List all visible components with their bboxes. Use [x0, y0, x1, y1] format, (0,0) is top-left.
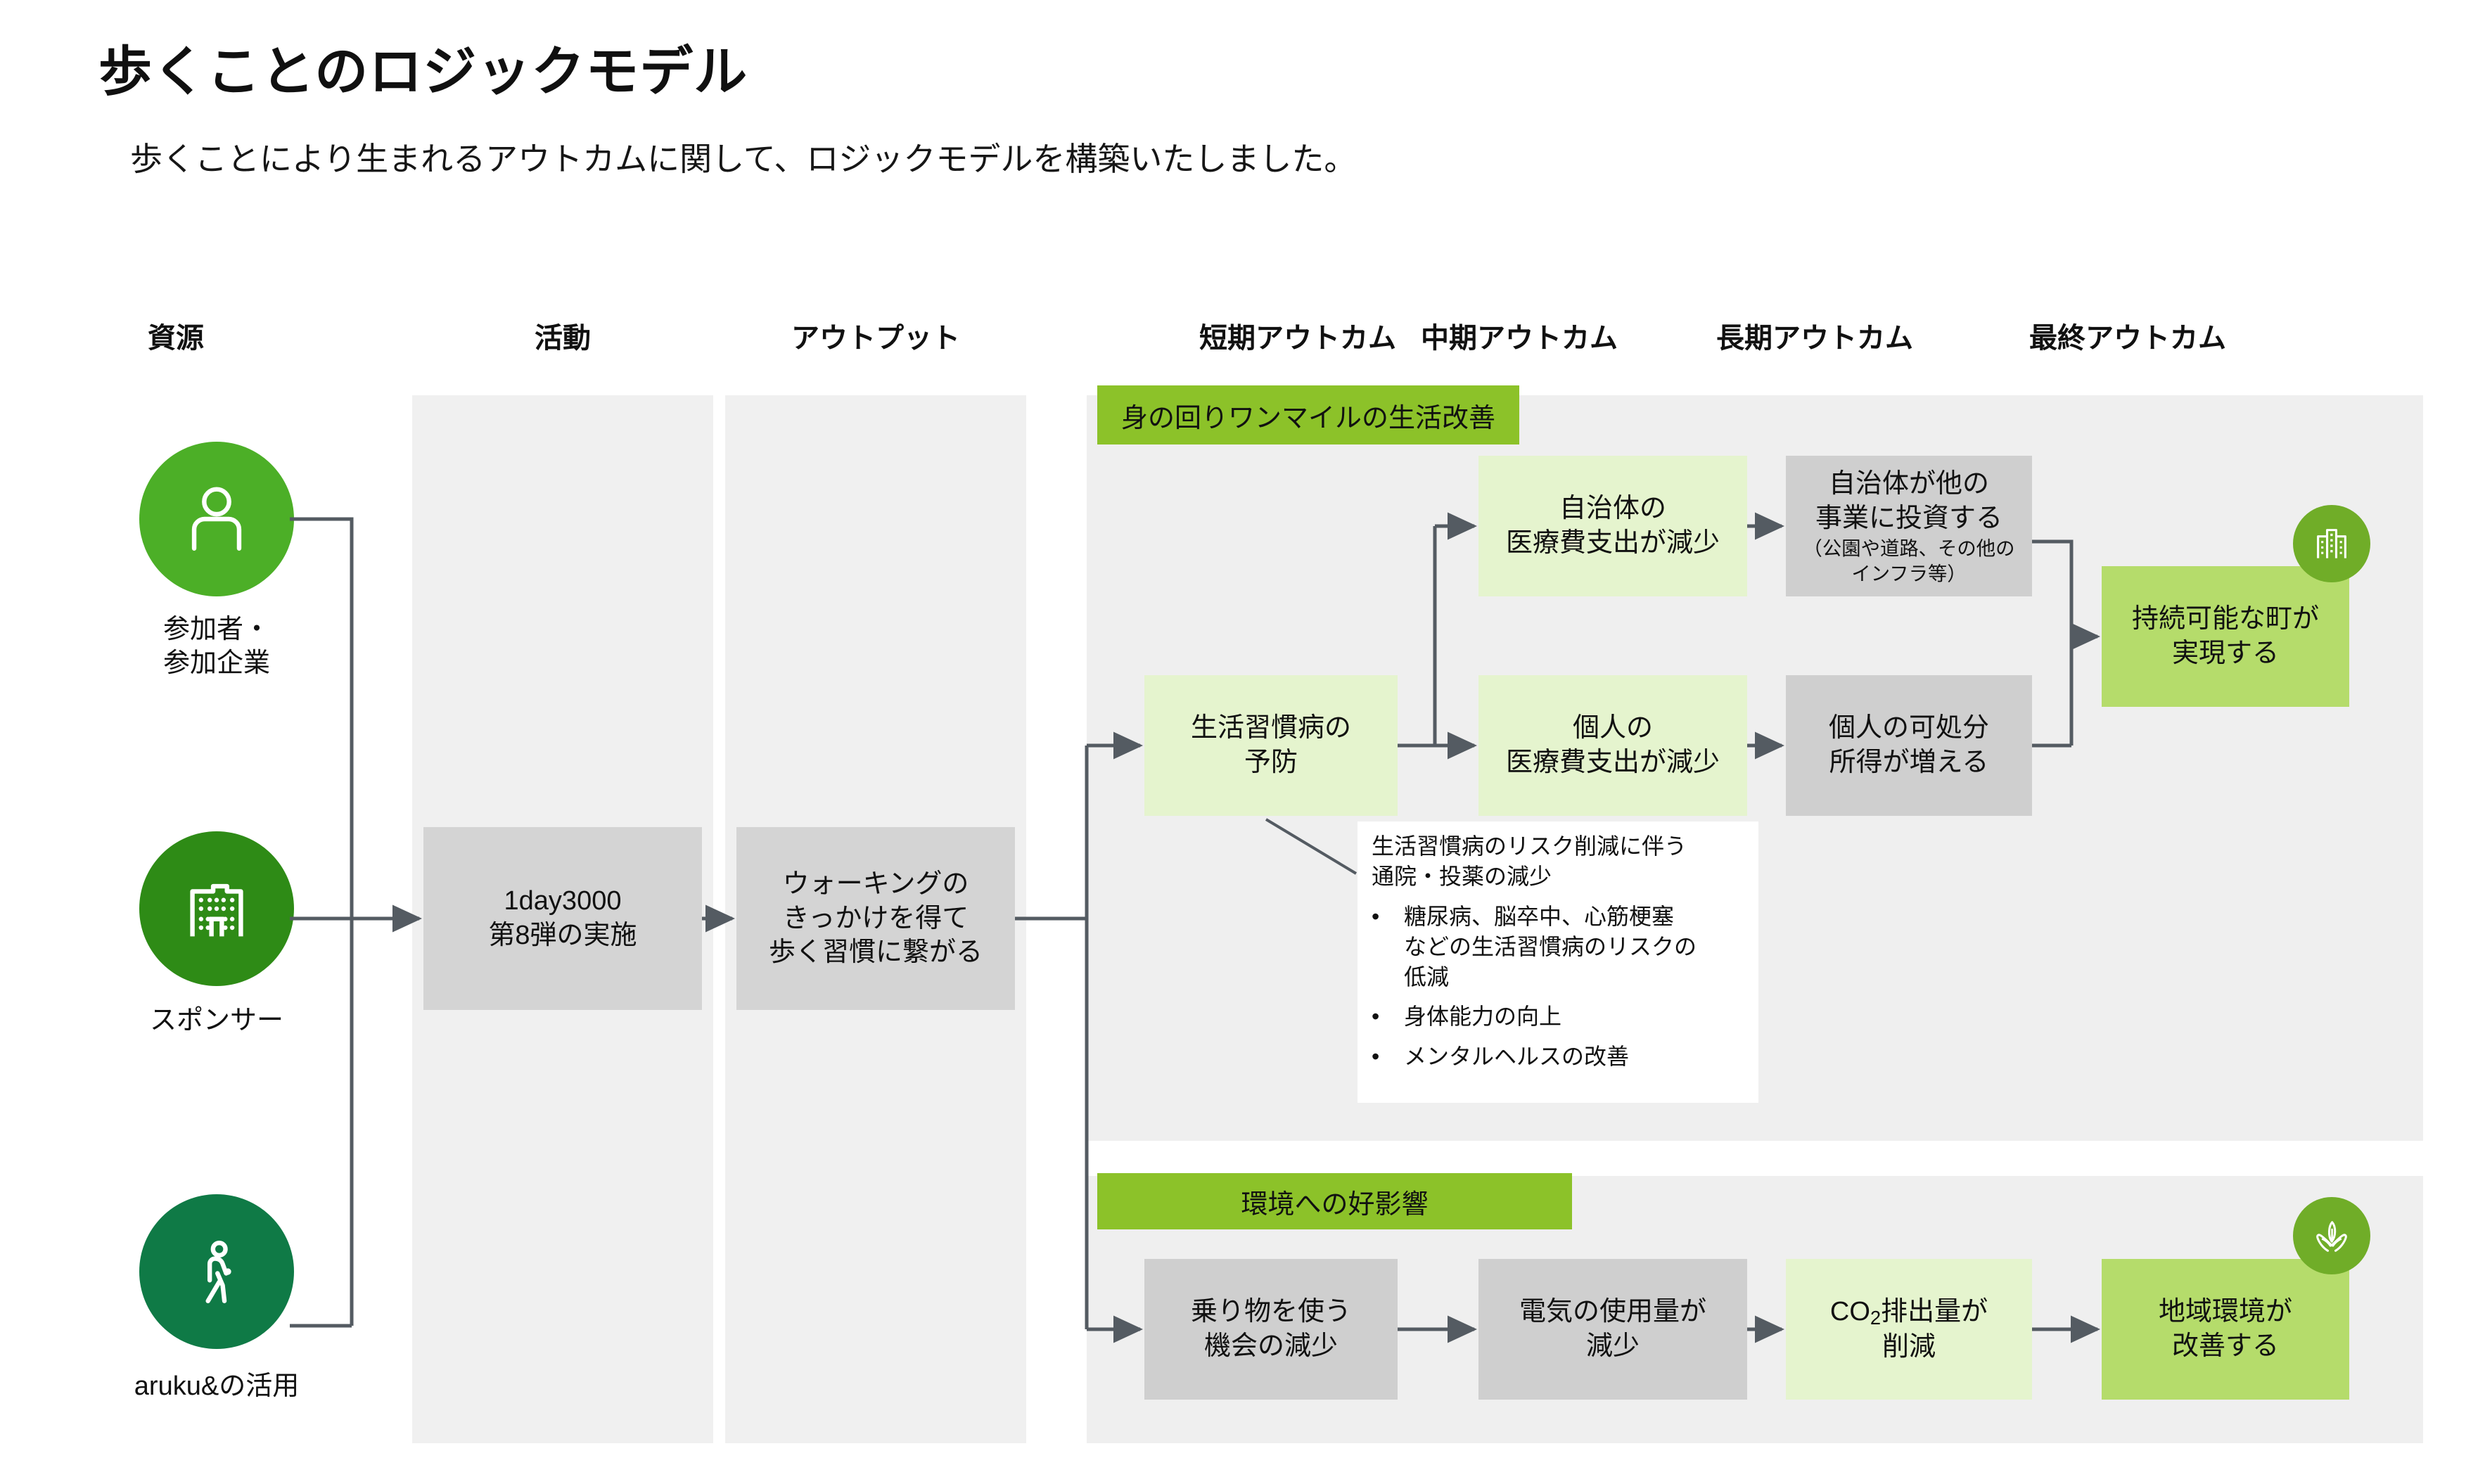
node-line1: 生活習慣病の [1190, 713, 1351, 743]
resource-label-line1: 参加者・ [162, 615, 270, 644]
node-line1: 自治体の [1559, 494, 1666, 524]
badge-hands-leaf [2293, 1197, 2370, 1274]
resource-icon-aruku[interactable] [139, 1194, 294, 1349]
node-line2: 機会の減少 [1203, 1331, 1338, 1361]
tag-health-group: 身の回りワンマイルの生活改善 [1097, 385, 1519, 444]
co2-subscript: 2 [1870, 1306, 1882, 1329]
output-box[interactable]: ウォーキングの きっかけを得て 歩く習慣に繋がる [736, 827, 1015, 1010]
node-line1: 乗り物を使う [1190, 1297, 1351, 1327]
co2-pre: CO [1829, 1296, 1870, 1326]
node-line2: 削減 [1882, 1331, 1936, 1362]
node-line1: 個人の可処分 [1828, 713, 1989, 743]
node-line1: 個人の [1572, 713, 1653, 743]
city-buildings-icon [2317, 529, 2346, 558]
output-line3: 歩く習慣に繋がる [768, 938, 983, 968]
note-bullet-3: • メンタルヘルスの改善 [1372, 1042, 1746, 1072]
node-note-line1: （公園や道路、その他の [1803, 537, 2015, 560]
node-line2: 実現する [2171, 639, 2279, 668]
node-less-electricity[interactable]: 電気の使用量が 減少 [1478, 1259, 1747, 1400]
node-line1: 持続可能な町が [2131, 604, 2319, 634]
bullet-glyph: • [1372, 903, 1380, 929]
bullet-line: 糖尿病、脳卒中、心筋梗塞 [1404, 903, 1675, 929]
bullet-line: 低減 [1404, 964, 1450, 990]
node-line2: 減少 [1585, 1331, 1640, 1361]
node-line1: 地域環境が [2158, 1297, 2292, 1327]
bullet-glyph: • [1372, 1044, 1380, 1070]
note-heading: 生活習慣病のリスク削減に伴う 通院・投薬の減少 [1372, 831, 1746, 892]
bullet-text: 身体能力の向上 [1404, 1004, 1562, 1030]
column-header-long-outcomes: 長期アウトカム [1716, 323, 1913, 354]
node-local-environment-improves[interactable]: 地域環境が 改善する [2102, 1259, 2349, 1400]
column-header-resources: 資源 [148, 323, 204, 354]
bullet-glyph: • [1372, 1004, 1380, 1030]
node-line2: 改善する [2171, 1331, 2279, 1361]
node-less-vehicle-use[interactable]: 乗り物を使う 機会の減少 [1144, 1259, 1398, 1400]
bullet-text: メンタルヘルスの改善 [1404, 1044, 1630, 1070]
resource-icon-participants[interactable] [139, 442, 294, 596]
node-personal-disposable-income-up[interactable]: 個人の可処分 所得が増える [1786, 675, 2032, 816]
node-note-line2: インフラ等） [1851, 562, 1967, 584]
note-bullet-2: • 身体能力の向上 [1372, 1002, 1746, 1032]
node-line2: 所得が増える [1829, 748, 1989, 777]
node-co2-reduction[interactable]: CO2排出量が 削減 [1786, 1259, 2032, 1400]
tag-environment-group: 環境への好影響 [1097, 1173, 1572, 1229]
resource-label-aruku: aruku&の活用 [134, 1371, 300, 1401]
column-header-mid-outcomes: 中期アウトカム [1421, 323, 1618, 354]
output-line1: ウォーキングの [782, 869, 969, 900]
node-line2: 医療費支出が減少 [1505, 528, 1720, 558]
badge-city-buildings [2293, 505, 2370, 582]
node-line2: 医療費支出が減少 [1505, 748, 1720, 777]
bullet-text: 糖尿病、脳卒中、心筋梗塞 などの生活習慣病のリスクの 低減 [1404, 902, 1697, 992]
column-header-final-outcomes: 最終アウトカム [2029, 323, 2226, 354]
node-line1: CO2排出量が [1830, 1295, 1988, 1330]
walking-icon [205, 1240, 231, 1303]
hands-leaf-icon [2316, 1221, 2347, 1252]
note-heading-line1: 生活習慣病のリスク削減に伴う [1372, 833, 1687, 859]
resource-label-participants: 参加者・ 参加企業 [62, 613, 371, 680]
output-line2: きっかけを得て [782, 903, 969, 933]
activity-line2: 第8弾の実施 [488, 921, 637, 950]
column-header-outputs: アウトプット [791, 323, 960, 354]
node-sustainable-town[interactable]: 持続可能な町が 実現する [2102, 566, 2349, 707]
activity-line1: 1day3000 [504, 886, 622, 916]
person-icon [191, 487, 242, 551]
activity-box[interactable]: 1day3000 第8弾の実施 [423, 827, 702, 1010]
node-line1: 自治体が他の [1828, 469, 1989, 499]
note-callout: 生活習慣病のリスク削減に伴う 通院・投薬の減少 • 糖尿病、脳卒中、心筋梗塞 な… [1358, 821, 1758, 1103]
co2-post: 排出量が [1881, 1296, 1988, 1326]
resource-label-sponsor: スポンサー [149, 1006, 283, 1035]
resource-label-line2: 参加企業 [162, 648, 270, 678]
node-gov-medical-cost-down[interactable]: 自治体の 医療費支出が減少 [1478, 456, 1747, 596]
page-subtitle: 歩くことにより生まれるアウトカムに関して、ロジックモデルを構築いたしました。 [130, 141, 1357, 177]
node-line1: 電気の使用量が [1519, 1297, 1706, 1327]
page-title: 歩くことのロジックモデル [98, 42, 748, 102]
node-line2: 予防 [1244, 748, 1298, 777]
column-header-short-outcomes: 短期アウトカム [1199, 323, 1396, 354]
column-header-activities: 活動 [535, 323, 591, 354]
node-line2: 事業に投資する [1815, 503, 2002, 533]
bullet-line: などの生活習慣病のリスクの [1404, 933, 1697, 959]
building-icon [190, 883, 243, 937]
resource-icon-sponsor[interactable] [139, 831, 294, 986]
node-gov-invests-other-projects[interactable]: 自治体が他の 事業に投資する （公園や道路、その他の インフラ等） [1786, 456, 2032, 596]
note-heading-line2: 通院・投薬の減少 [1372, 863, 1552, 889]
node-lifestyle-disease-prevention[interactable]: 生活習慣病の 予防 [1144, 675, 1398, 816]
node-personal-medical-cost-down[interactable]: 個人の 医療費支出が減少 [1478, 675, 1747, 816]
note-bullet-1: • 糖尿病、脳卒中、心筋梗塞 などの生活習慣病のリスクの 低減 [1372, 902, 1746, 992]
